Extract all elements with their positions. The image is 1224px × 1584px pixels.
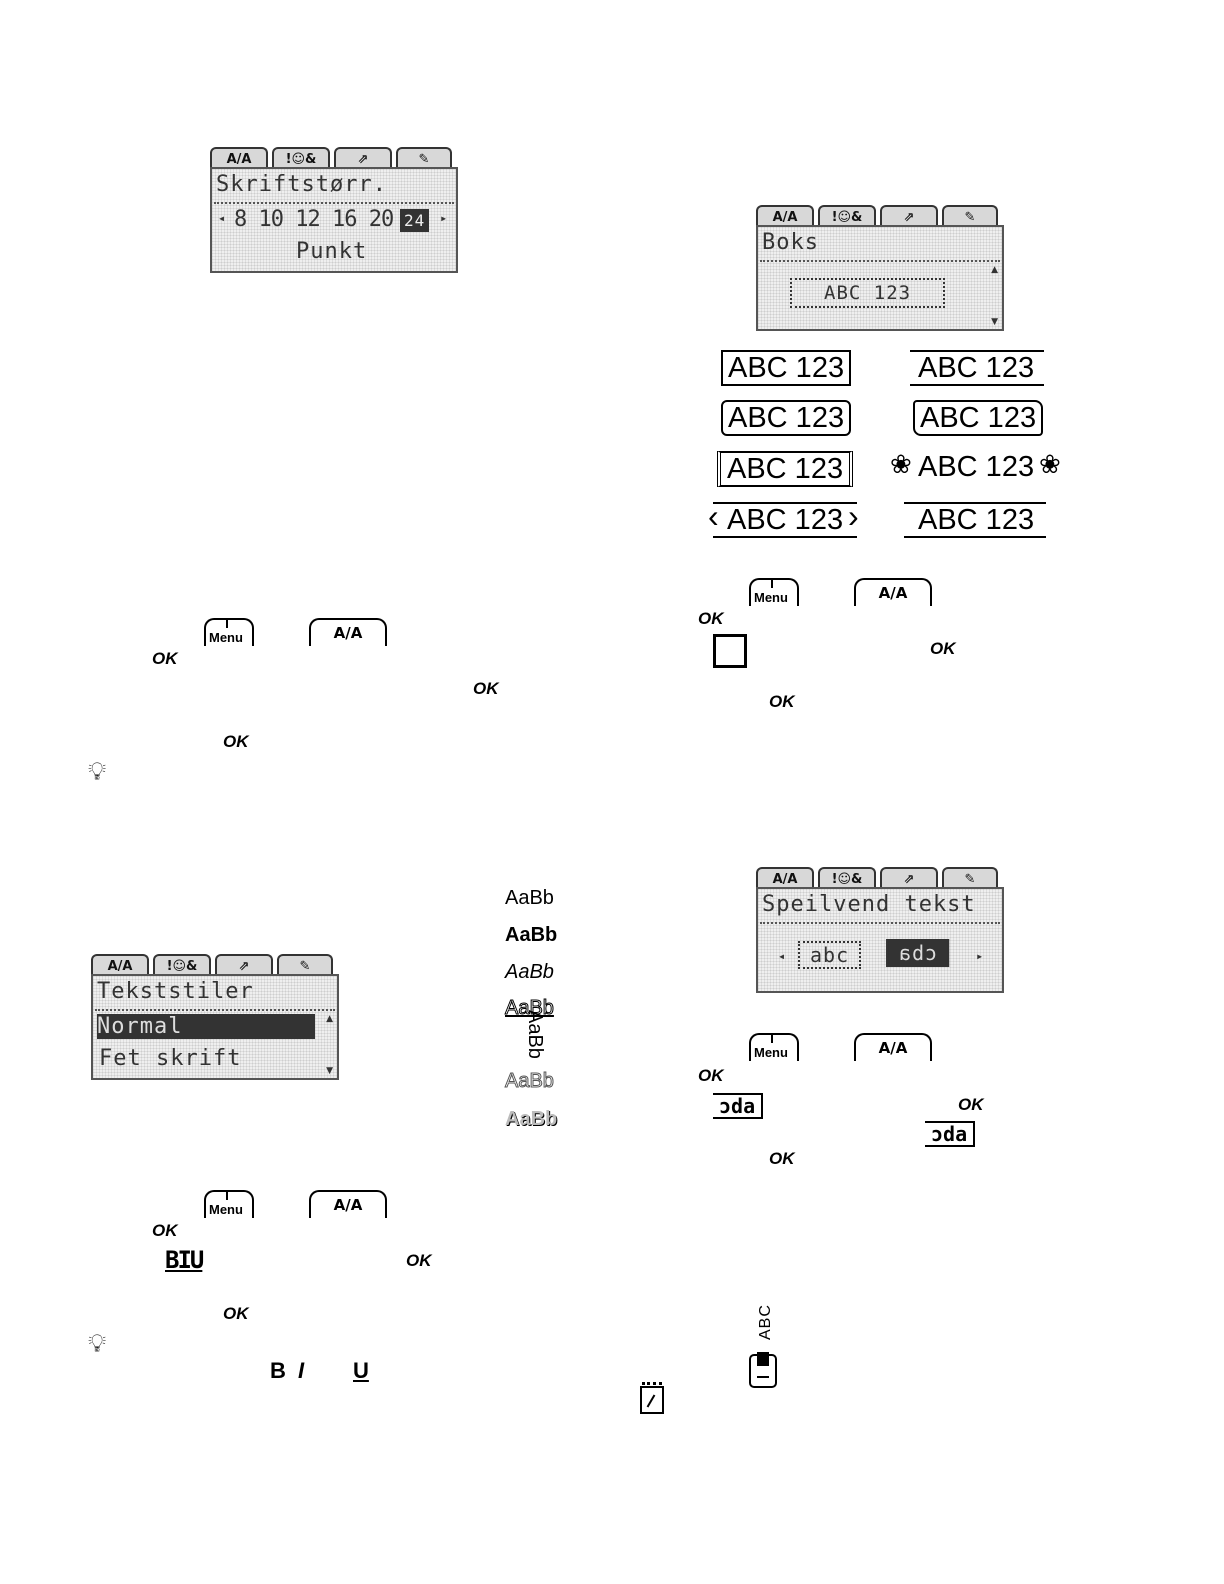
ok-label: OK — [769, 692, 795, 711]
box-sample-scroll: ABC 123 — [910, 350, 1045, 386]
scroll-down-icon: ▼ — [991, 317, 998, 327]
tab-settings: ✎ — [942, 867, 998, 889]
tab-format: A/A — [210, 147, 268, 169]
next-style: Fet skrift — [99, 1046, 242, 1071]
format-key-icon: A/A — [854, 578, 932, 606]
menu-key-icon: Menu — [749, 1033, 799, 1061]
italic-letter: I — [298, 1358, 305, 1383]
ok-label: OK — [152, 649, 178, 668]
lightbulb-icon: 💡︎ — [88, 756, 107, 786]
lightbulb-icon: 💡︎ — [88, 1328, 107, 1358]
ok-label: OK — [223, 732, 249, 751]
font-size-options: 8 10 12 16 20 — [234, 207, 394, 232]
tab-format: A/A — [756, 205, 814, 227]
ok-label: OK — [698, 1066, 724, 1085]
scroll-up-icon: ▲ — [326, 1014, 333, 1024]
tab-settings: ✎ — [396, 147, 452, 169]
memo-icon — [640, 1382, 664, 1414]
lcd-text-styles: A/A !☺& ⇗ ✎ Tekststiler ▲ Normal Fet skr… — [91, 954, 339, 1080]
box-sample-arrow: ABC 123 — [713, 502, 858, 538]
lcd-mirror: A/A !☺& ⇗ ✎ Speilvend tekst ◂ abc cba ▸ — [756, 867, 1004, 993]
box-sample-curled: ABC 123 — [913, 400, 1044, 436]
ok-label: OK — [473, 679, 499, 698]
arrow-left-icon: ◂ — [778, 949, 787, 963]
flower-left-icon: ❀ — [890, 449, 912, 479]
lcd-tabs: A/A !☺& ⇗ ✎ — [91, 954, 333, 976]
scroll-down-icon: ▼ — [326, 1066, 333, 1076]
style-vertical: AaBb — [524, 1010, 546, 1059]
menu-key-icon: Menu — [204, 618, 254, 646]
lcd-tabs: A/A !☺& ⇗ ✎ — [756, 205, 998, 227]
font-size-selected: 24 — [400, 209, 430, 232]
format-key-icon: A/A — [854, 1033, 932, 1061]
print-key-icon — [749, 1352, 777, 1388]
style-shadow: AaBb — [505, 1070, 555, 1092]
arrow-right-icon: ▸ — [440, 211, 449, 225]
box-sample-flower: ABC 123 — [918, 451, 1035, 483]
ok-label: OK — [152, 1221, 178, 1240]
arrow-left-icon: ◂ — [218, 211, 227, 225]
tab-insert: ⇗ — [334, 147, 392, 169]
style-normal: AaBb — [505, 887, 554, 909]
lcd-title: Speilvend tekst — [762, 892, 976, 917]
box-sample-banner: ABC 123 — [904, 502, 1047, 538]
menu-key-icon: Menu — [204, 1190, 254, 1218]
lcd-font-size: A/A !☺& ⇗ ✎ Skriftstørr. ◂ 8 10 12 16 20… — [210, 147, 458, 273]
box-sample-rounded: ABC 123 — [721, 400, 852, 436]
lcd-title: Skriftstørr. — [216, 172, 387, 197]
menu-key-icon: Menu — [749, 578, 799, 606]
tab-insert: ⇗ — [880, 867, 938, 889]
tab-symbols: !☺& — [818, 867, 876, 889]
style-bold: AaBb — [505, 924, 558, 946]
box-sample-square: ABC 123 — [721, 350, 852, 386]
mirror-option-mirrored: cba — [886, 939, 950, 967]
mirror-option-normal: abc — [798, 941, 862, 969]
tab-format: A/A — [756, 867, 814, 889]
lcd-screen: Boks ▲ ABC 123 ▼ — [756, 225, 1004, 331]
format-key-icon: A/A — [309, 1190, 387, 1218]
vertical-text-icon: ABC — [757, 1304, 774, 1340]
tab-symbols: !☺& — [153, 954, 211, 976]
tab-symbols: !☺& — [818, 205, 876, 227]
box-icon — [713, 634, 747, 668]
lcd-screen: Speilvend tekst ◂ abc cba ▸ — [756, 887, 1004, 993]
ok-label: OK — [406, 1251, 432, 1270]
ok-label: OK — [223, 1304, 249, 1323]
ok-label: OK — [930, 639, 956, 658]
style-italic: AaBb — [505, 961, 554, 983]
lcd-tabs: A/A !☺& ⇗ ✎ — [756, 867, 998, 889]
ok-label: OK — [698, 609, 724, 628]
mirror-text-icon: ɔda — [925, 1121, 976, 1147]
flower-right-icon: ❀ — [1039, 449, 1061, 479]
tab-symbols: !☺& — [272, 147, 330, 169]
tab-insert: ⇗ — [880, 205, 938, 227]
tab-format: A/A — [91, 954, 149, 976]
mirror-text-icon: ɔda — [713, 1093, 764, 1119]
selected-style: Normal — [97, 1014, 315, 1039]
tab-insert: ⇗ — [215, 954, 273, 976]
box-preview: ABC 123 — [790, 278, 946, 308]
box-sample-wavy: ABC 123 — [717, 451, 854, 487]
tab-settings: ✎ — [942, 205, 998, 227]
arrow-right-icon: ▸ — [976, 949, 985, 963]
lcd-screen: Tekststiler ▲ Normal Fet skrift ▼ — [91, 974, 339, 1080]
lcd-tabs: A/A !☺& ⇗ ✎ — [210, 147, 452, 169]
lcd-screen: Skriftstørr. ◂ 8 10 12 16 20 24 ▸ Punkt — [210, 167, 458, 273]
tab-settings: ✎ — [277, 954, 333, 976]
underline-letter: U — [353, 1358, 369, 1383]
ok-label: OK — [958, 1095, 984, 1114]
lcd-title: Tekststiler — [97, 979, 254, 1004]
format-key-icon: A/A — [309, 618, 387, 646]
style-outline: AaBb — [505, 997, 555, 1019]
style-3d: AaBb — [505, 1108, 558, 1130]
ok-label: OK — [769, 1149, 795, 1168]
lcd-box: A/A !☺& ⇗ ✎ Boks ▲ ABC 123 ▼ — [756, 205, 1004, 331]
scroll-up-icon: ▲ — [991, 265, 998, 275]
arrow-left-shape-icon: ‹ — [708, 498, 719, 534]
lcd-title: Boks — [762, 230, 819, 255]
unit-label: Punkt — [296, 239, 368, 264]
bold-letter: B — [270, 1358, 286, 1383]
arrow-right-shape-icon: › — [848, 498, 859, 534]
text-style-icon: BIU — [165, 1246, 204, 1274]
